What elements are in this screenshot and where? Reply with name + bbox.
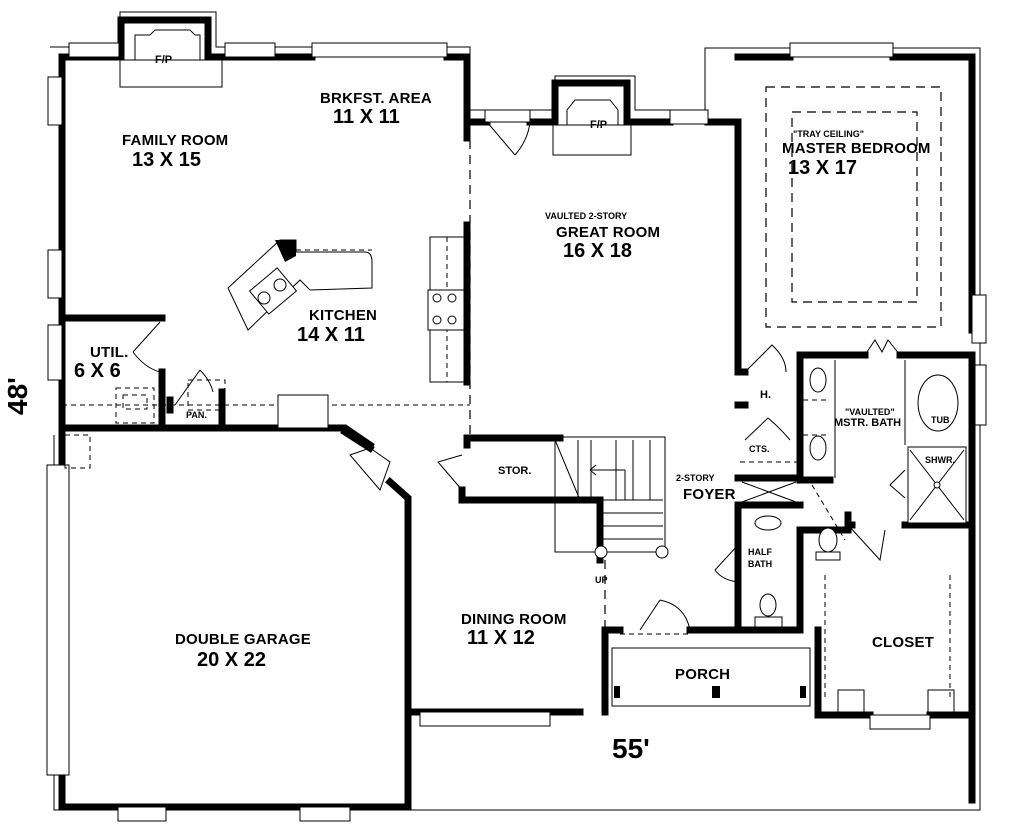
- great-room-note: VAULTED 2-STORY: [545, 211, 628, 221]
- overall-depth-dimension: 48': [2, 377, 33, 415]
- half-bath-label: HALF BATH: [747, 547, 773, 570]
- utility-name: UTIL.: [90, 344, 129, 361]
- family-room-dims: 13 X 15: [132, 149, 201, 171]
- center-walls: [340, 427, 811, 727]
- fireplace-great-label: F/P: [590, 119, 608, 131]
- master-bedroom-dims: 13 X 17: [788, 157, 857, 179]
- pantry-name: PAN.: [186, 410, 207, 420]
- kitchen-dims: 14 X 11: [297, 324, 365, 346]
- stairs-up-label: UP: [595, 575, 608, 585]
- garage-walls: [46, 428, 412, 822]
- overall-width-dimension: 55': [612, 733, 650, 764]
- great-room-dims: 16 X 18: [563, 240, 632, 262]
- linen-closet-label: H.: [760, 389, 771, 401]
- foyer-name: FOYER: [683, 486, 736, 503]
- master-bedroom-name: MASTER BEDROOM: [782, 140, 931, 157]
- coats-closet-label: CTS.: [749, 444, 770, 454]
- left-wing-walls: [47, 16, 471, 450]
- shower-label: SHWR.: [925, 455, 955, 465]
- master-bath-note: "VAULTED": [845, 407, 895, 417]
- garage-name: DOUBLE GARAGE: [175, 631, 311, 648]
- master-bath-name: MSTR. BATH: [834, 417, 902, 429]
- breakfast-name: BRKFST. AREA: [320, 90, 432, 107]
- fireplace-family-label: F/P: [155, 54, 173, 66]
- foyer-note: 2-STORY: [676, 473, 715, 483]
- tub-label: TUB: [931, 415, 950, 425]
- family-room-name: FAMILY ROOM: [122, 132, 229, 149]
- dining-room-name: DINING ROOM: [461, 611, 567, 628]
- great-room-name: GREAT ROOM: [556, 224, 661, 241]
- porch-name: PORCH: [675, 666, 731, 683]
- garage-dims: 20 X 22: [197, 649, 266, 671]
- breakfast-dims: 11 X 11: [333, 106, 400, 128]
- kitchen-name: KITCHEN: [309, 307, 378, 324]
- closet-name: CLOSET: [872, 634, 935, 651]
- great-room-walls: [463, 79, 742, 369]
- master-bedroom-note: "TRAY CEILING": [793, 129, 865, 139]
- dining-room-dims: 11 X 12: [467, 627, 535, 649]
- master-suite-walls: [714, 42, 987, 804]
- storage-label: STOR.: [498, 465, 532, 477]
- utility-dims: 6 X 6: [74, 360, 121, 382]
